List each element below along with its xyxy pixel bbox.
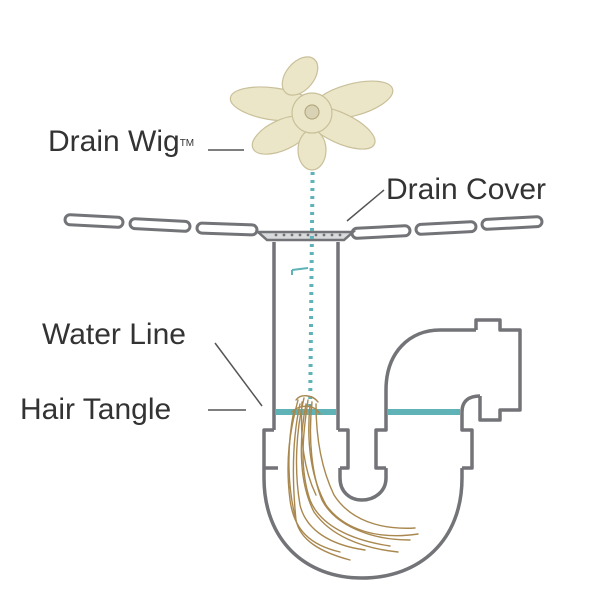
label-hair-tangle: Hair Tangle: [20, 393, 172, 426]
drain-cover-leader: [346, 189, 385, 222]
hair-tangle-shape: [287, 395, 419, 561]
label-drain-wig: Drain WigTM: [48, 125, 195, 158]
label-drain-cover: Drain Cover: [386, 173, 547, 206]
wig-chain: [308, 131, 315, 421]
drain-cover-shape: [254, 230, 357, 242]
trademark-mark: TM: [179, 138, 195, 149]
drain-wig-flower: [229, 56, 394, 171]
sink-chain: [63, 213, 544, 240]
water-line-leader: [214, 342, 263, 407]
label-water-line: Water Line: [42, 318, 186, 351]
